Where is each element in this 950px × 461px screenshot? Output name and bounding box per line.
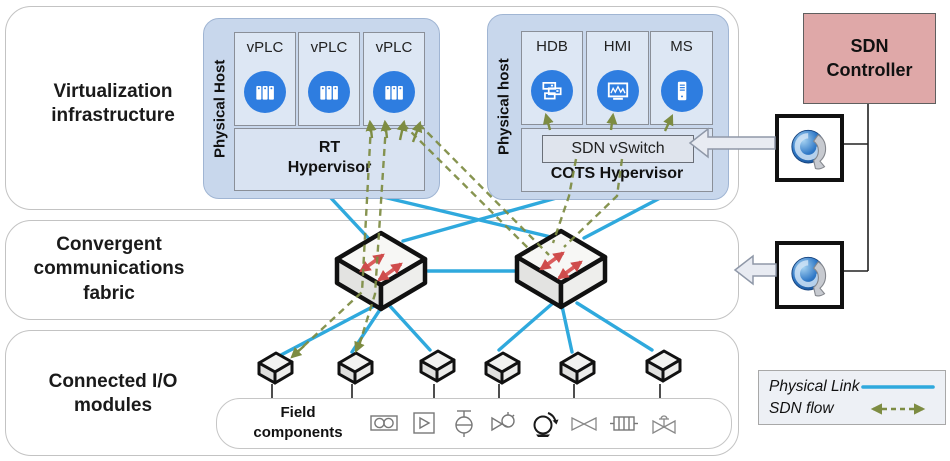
physical-host-right-title: Physical host — [495, 58, 513, 156]
physical-host-left-title: Physical Host — [211, 59, 229, 158]
sdn-vswitch-box: SDN vSwitch — [542, 135, 694, 163]
legend-physical-link-label: Physical Link — [769, 377, 860, 395]
sdn-flow-sample — [870, 402, 926, 415]
network-switch-icon — [333, 229, 429, 313]
band-fabric-label: Convergent communications fabric — [33, 234, 185, 304]
vm-vplc-3: vPLC — [363, 32, 425, 126]
plc-icon — [244, 71, 286, 113]
physical-host-left: Physical Host vPLC vPLC vPLC RT Hypervis… — [203, 18, 440, 199]
vm-label: HMI — [603, 38, 632, 55]
amplifier-icon — [413, 412, 435, 434]
field-components-box: Field components — [216, 398, 732, 449]
network-switch-icon — [513, 227, 609, 311]
legend: Physical Link SDN flow — [758, 370, 946, 425]
rt-hypervisor-label: RT Hypervisor — [287, 139, 372, 176]
motor-icon — [370, 415, 398, 431]
legend-row-physical-link: Physical Link — [769, 378, 935, 396]
pump-icon — [533, 412, 559, 437]
vm-label: vPLC — [246, 39, 284, 56]
cots-hypervisor-box: SDN vSwitch COTS Hypervisor — [521, 128, 713, 192]
control-valve-icon — [455, 410, 473, 437]
field-component-icons — [369, 408, 679, 438]
field-components-label: Field components — [253, 404, 343, 441]
io-module-icon — [476, 350, 522, 386]
heat-exchanger-icon — [610, 416, 638, 431]
io-module-icon — [249, 350, 295, 386]
server-icon — [660, 70, 703, 112]
valve-icon — [571, 416, 597, 432]
hmi-monitor-icon — [596, 70, 639, 112]
vm-hmi: HMI — [586, 31, 649, 125]
vm-vplc-1: vPLC — [234, 32, 296, 126]
sdn-controller-box: SDN Controller — [803, 13, 936, 104]
io-module-icon — [551, 350, 597, 386]
io-module-icon — [329, 350, 375, 386]
cots-hypervisor-label: COTS Hypervisor — [550, 165, 684, 182]
vm-label: vPLC — [310, 39, 348, 56]
band-io-label: Connected I/O modules — [48, 371, 178, 417]
plc-icon — [308, 71, 350, 113]
vm-vplc-2: vPLC — [298, 32, 360, 126]
physical-host-right: Physical host HDB HMI MS SDN vSwitch COT… — [487, 14, 729, 200]
io-module-icon — [637, 348, 683, 384]
vm-hdb: HDB — [521, 31, 583, 125]
io-module-icon — [411, 348, 457, 384]
plc-icon — [373, 71, 415, 113]
database-icon — [531, 70, 573, 112]
openflow-icon — [790, 129, 826, 169]
diaphragm-valve-icon — [491, 412, 515, 432]
actuated-valve-icon — [652, 415, 676, 435]
legend-sdn-flow-label: SDN flow — [769, 399, 834, 417]
band-virtualization-label: Virtualization infrastructure — [51, 81, 175, 127]
rt-hypervisor-box: RT Hypervisor — [234, 128, 425, 191]
openflow-agent-box-bottom — [775, 241, 844, 309]
openflow-agent-box-top — [775, 114, 844, 182]
vm-label: HDB — [536, 38, 568, 55]
vm-ms: MS — [650, 31, 713, 125]
openflow-icon — [790, 256, 826, 296]
legend-row-sdn-flow: SDN flow — [769, 400, 935, 418]
vm-label: vPLC — [375, 39, 413, 56]
vm-label: MS — [670, 38, 693, 55]
physical-link-sample — [861, 384, 935, 389]
